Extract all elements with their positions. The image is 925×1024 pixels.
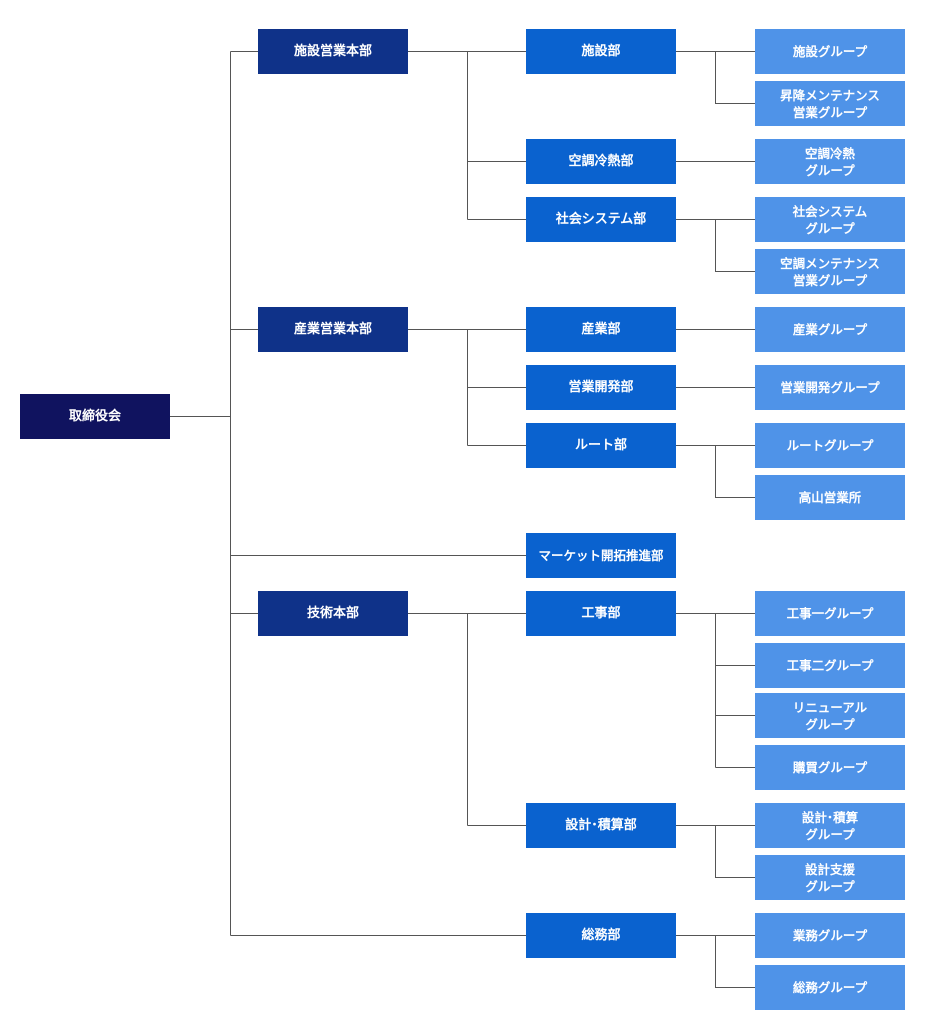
dept-social-system: 社会システム部 [526,197,676,242]
group-design-estimation: 設計･積算 グループ [755,803,905,848]
hq-industry-sales: 産業営業本部 [258,307,408,352]
hq-facility-sales: 施設営業本部 [258,29,408,74]
dept-general-affairs: 総務部 [526,913,676,958]
group-construction-2: 工事二グループ [755,643,905,688]
dept-industry: 産業部 [526,307,676,352]
group-purchasing: 購買グループ [755,745,905,790]
dept-aircon: 空調冷熱部 [526,139,676,184]
group-design-support: 設計支援 グループ [755,855,905,900]
dept-facility: 施設部 [526,29,676,74]
dept-construction: 工事部 [526,591,676,636]
dept-route: ルート部 [526,423,676,468]
group-takayama-office: 高山営業所 [755,475,905,520]
group-aircon: 空調冷熱 グループ [755,139,905,184]
group-social-system: 社会システム グループ [755,197,905,242]
group-business: 業務グループ [755,913,905,958]
board-of-directors: 取締役会 [20,394,170,439]
dept-design-estimation: 設計･積算部 [526,803,676,848]
dept-sales-development: 営業開発部 [526,365,676,410]
dept-market-development: マーケット開拓推進部 [526,533,676,578]
group-general-affairs: 総務グループ [755,965,905,1010]
group-construction-1: 工事一グループ [755,591,905,636]
group-facility: 施設グループ [755,29,905,74]
group-renewal: リニューアル グループ [755,693,905,738]
hq-technical: 技術本部 [258,591,408,636]
group-aircon-maintenance: 空調メンテナンス 営業グループ [755,249,905,294]
group-industry: 産業グループ [755,307,905,352]
group-sales-development: 営業開発グループ [755,365,905,410]
group-route: ルートグループ [755,423,905,468]
group-elevator-maintenance: 昇降メンテナンス 営業グループ [755,81,905,126]
